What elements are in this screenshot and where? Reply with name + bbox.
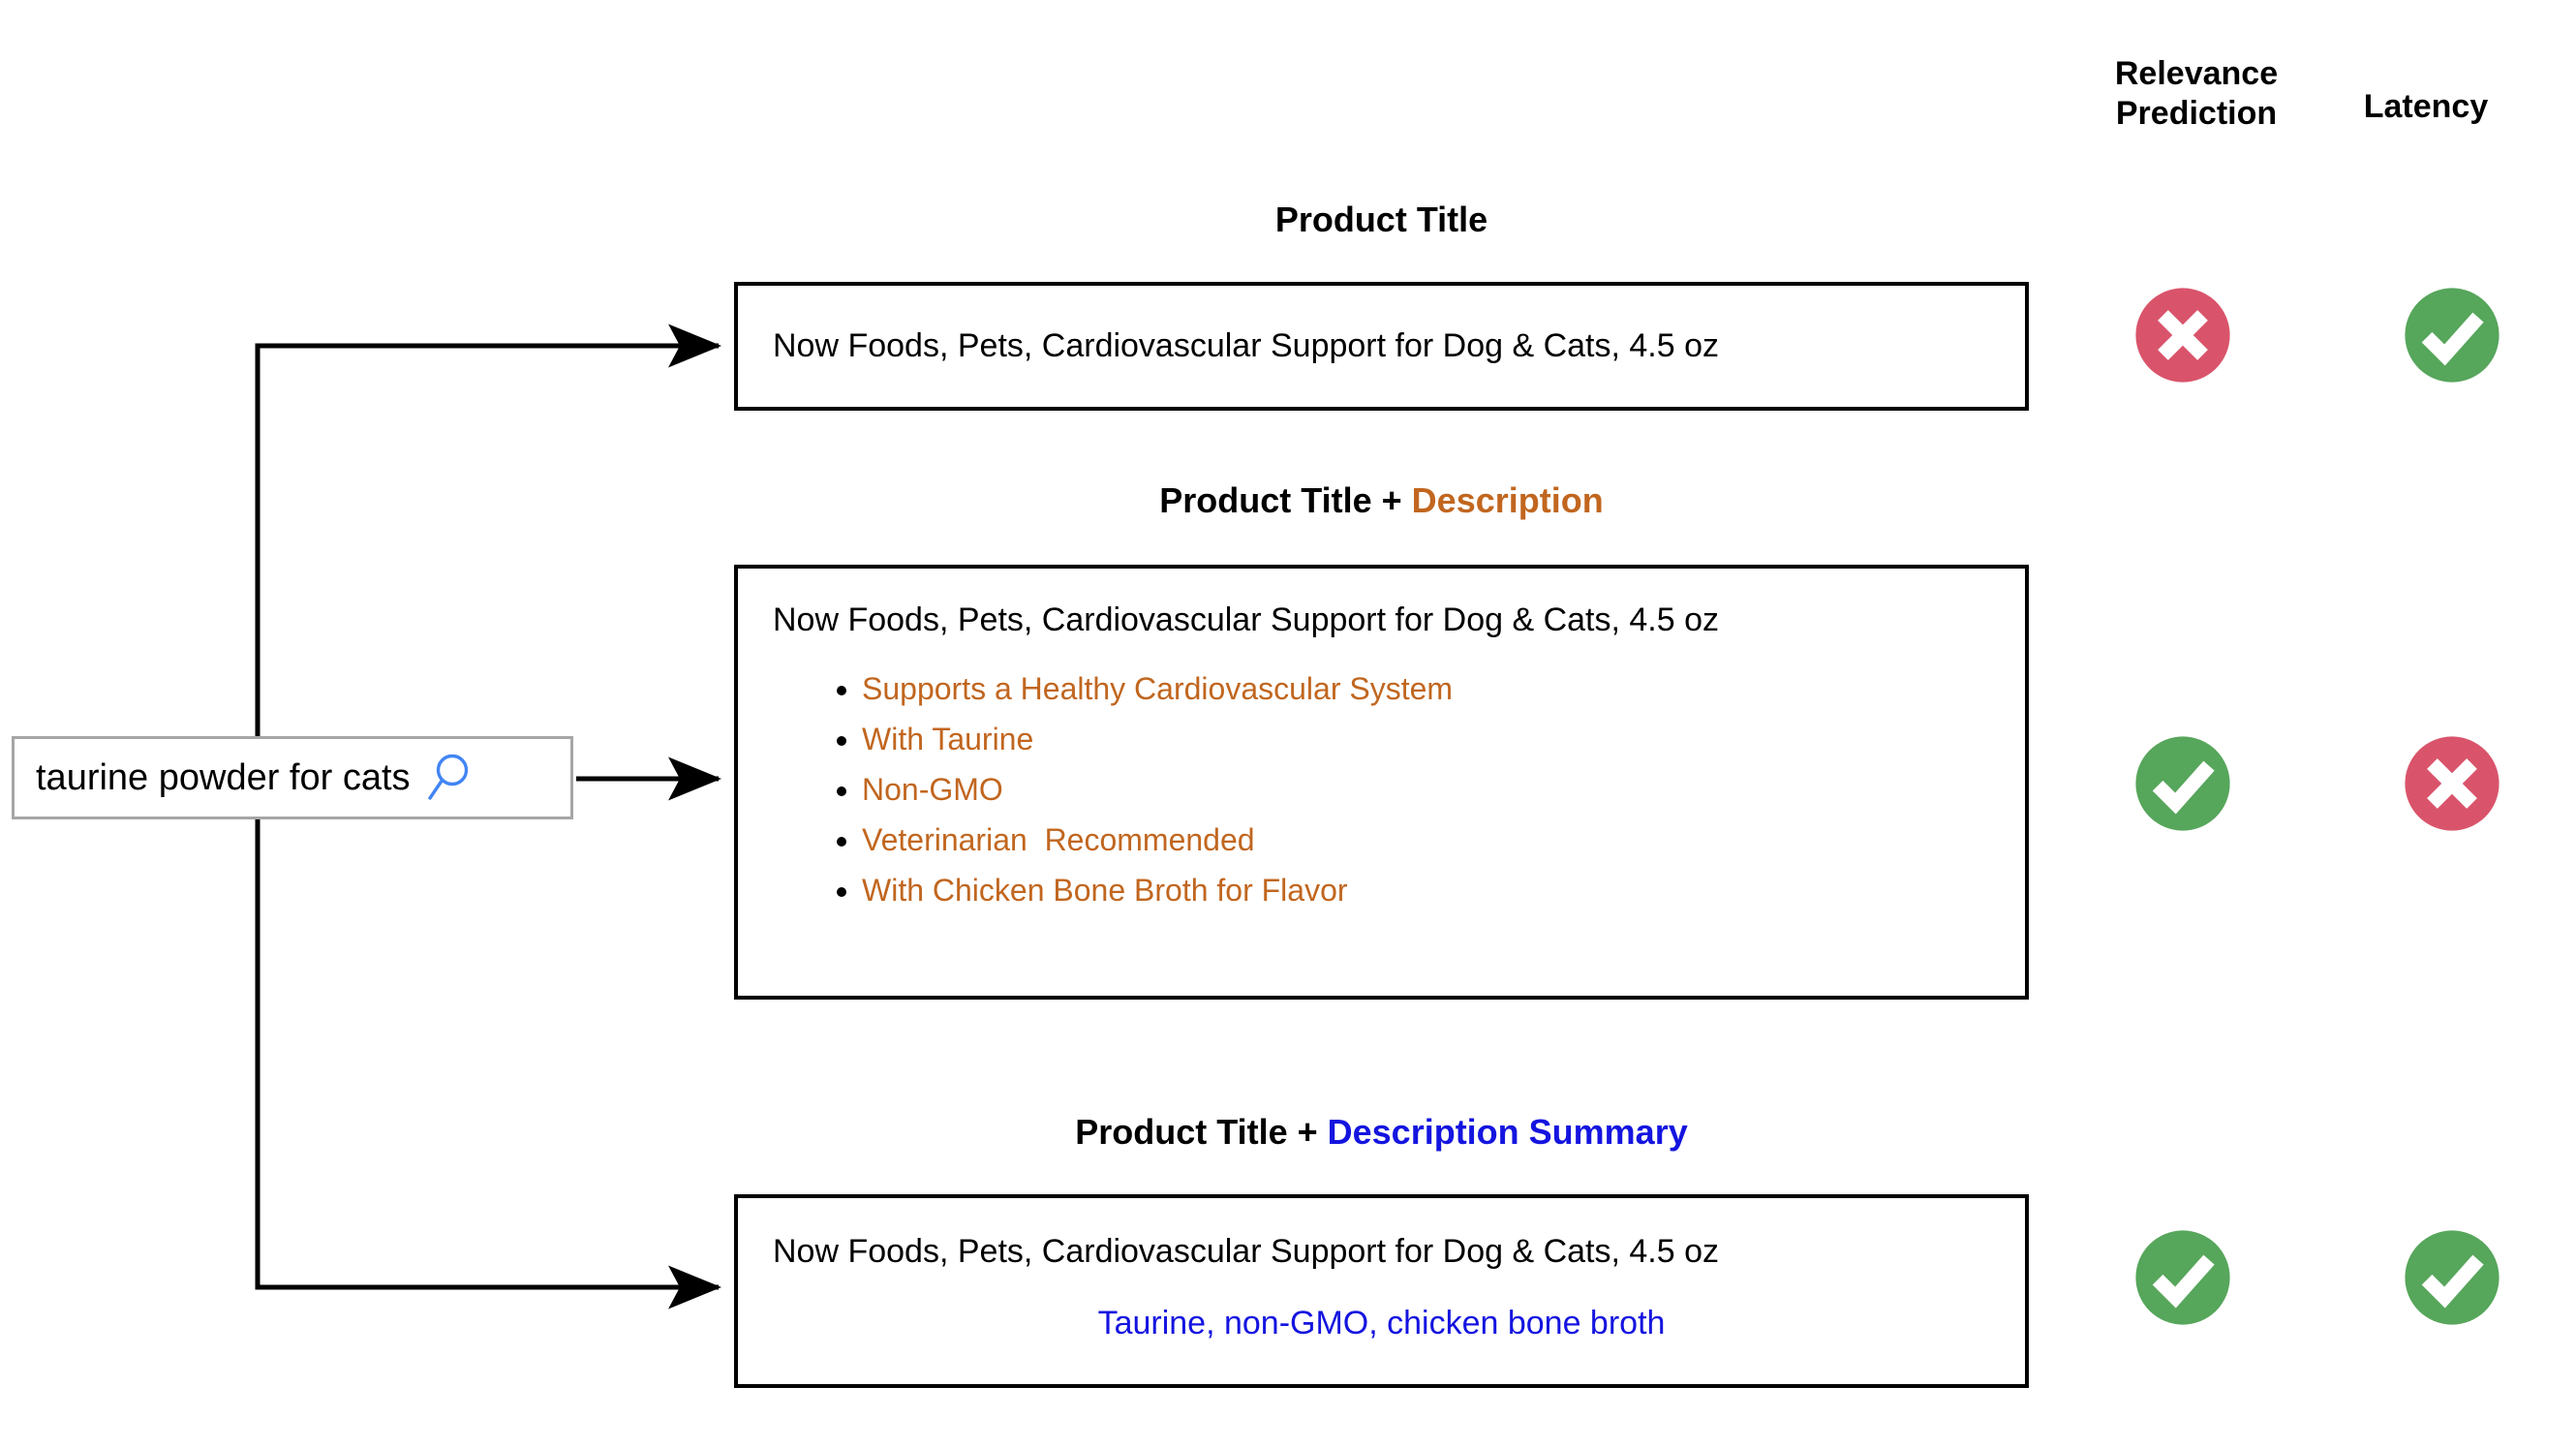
status-relevance-1 bbox=[2131, 283, 2235, 387]
bullet-text-1: Supports a Healthy Cardiovascular System bbox=[862, 671, 1454, 706]
check-circle-icon bbox=[2135, 736, 2230, 831]
list-item: Non-GMO bbox=[862, 764, 2025, 815]
status-latency-2 bbox=[2400, 731, 2504, 836]
search-query-text: taurine powder for cats bbox=[36, 756, 411, 798]
cross-circle-icon bbox=[2405, 736, 2499, 831]
magnifier-icon[interactable] bbox=[426, 753, 471, 803]
check-circle-icon bbox=[2405, 1230, 2499, 1325]
cross-circle-icon bbox=[2135, 288, 2230, 383]
section-title-title-summary: Product Title + Description Summary bbox=[734, 1112, 2029, 1153]
bullet-text-5: With Chicken Bone Broth for Flavor bbox=[862, 873, 1348, 908]
product-card-title-only: Now Foods, Pets, Cardiovascular Support … bbox=[734, 282, 2029, 411]
connector-to-title-only bbox=[255, 324, 722, 738]
check-circle-icon bbox=[2405, 288, 2499, 383]
bullet-text-3: Non-GMO bbox=[862, 772, 1003, 807]
section-title-accent-description-summary: Description Summary bbox=[1327, 1112, 1688, 1152]
section-title-title-description: Product Title + Description bbox=[734, 480, 2029, 521]
list-item: Supports a Healthy Cardiovascular System bbox=[862, 663, 2025, 714]
status-latency-3 bbox=[2400, 1225, 2504, 1330]
bullet-text-2: With Taurine bbox=[862, 722, 1034, 756]
list-item: Veterinarian Recommended bbox=[862, 815, 2025, 865]
product-card-title-description: Now Foods, Pets, Cardiovascular Support … bbox=[734, 565, 2029, 1000]
product-title-3: Now Foods, Pets, Cardiovascular Support … bbox=[773, 1233, 1720, 1270]
status-relevance-3 bbox=[2131, 1225, 2235, 1330]
connector-to-title-summary bbox=[255, 818, 722, 1310]
section-title-prefix-2: Product Title + bbox=[1159, 480, 1412, 520]
description-bullet-list: Supports a Healthy Cardiovascular System… bbox=[738, 663, 2025, 915]
search-box[interactable]: taurine powder for cats bbox=[12, 736, 573, 819]
bullet-text-4: Veterinarian Recommended bbox=[862, 822, 1255, 857]
column-header-latency: Latency bbox=[2363, 88, 2489, 125]
product-title-2: Now Foods, Pets, Cardiovascular Support … bbox=[773, 601, 1720, 638]
section-title-prefix-1: Product Title bbox=[1274, 200, 1488, 239]
status-latency-1 bbox=[2400, 283, 2504, 387]
section-title-prefix-3: Product Title + bbox=[1075, 1112, 1328, 1152]
check-circle-icon bbox=[2135, 1230, 2230, 1325]
description-summary-text: Taurine, non-GMO, chicken bone broth bbox=[1097, 1305, 1666, 1341]
column-header-relevance-prediction: Relevance Prediction bbox=[2114, 55, 2279, 133]
status-relevance-2 bbox=[2131, 731, 2235, 836]
product-title-1: Now Foods, Pets, Cardiovascular Support … bbox=[773, 327, 1720, 364]
list-item: With Chicken Bone Broth for Flavor bbox=[862, 865, 2025, 915]
section-title-accent-description: Description bbox=[1411, 480, 1604, 520]
product-card-title-summary: Now Foods, Pets, Cardiovascular Support … bbox=[734, 1194, 2029, 1388]
list-item: With Taurine bbox=[862, 714, 2025, 764]
section-title-title-only: Product Title bbox=[734, 200, 2029, 240]
